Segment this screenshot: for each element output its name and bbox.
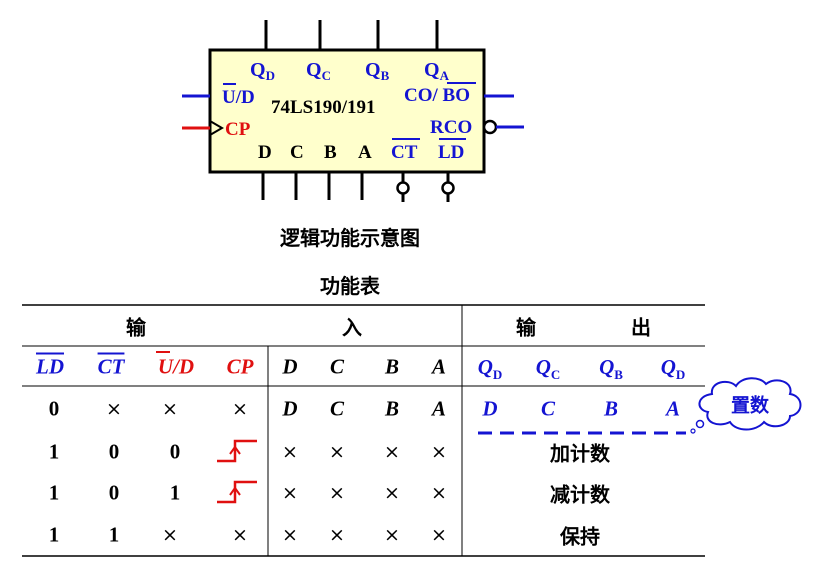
row-4-a: × bbox=[431, 524, 447, 546]
chip-body bbox=[208, 48, 486, 174]
row-2-ud: 0 bbox=[169, 439, 181, 464]
row-4-output: 保持 bbox=[560, 524, 600, 549]
row-4-cp: × bbox=[232, 524, 248, 546]
row-3-ld: 1 bbox=[48, 480, 60, 505]
row-3-ud: 1 bbox=[169, 480, 181, 505]
bottom-pin-label-c: C bbox=[290, 142, 304, 163]
row-2-a: × bbox=[431, 441, 447, 463]
ud-pin-label: U/D bbox=[222, 87, 255, 108]
table-title: 功能表 bbox=[320, 274, 380, 298]
group-header-input-left: 输 bbox=[126, 315, 146, 340]
diagram-caption: 逻辑功能示意图 bbox=[280, 226, 420, 250]
chip-symbol-diagram: QD QC QB QA U/D CP 74LS190/191 CO/ BO RC… bbox=[182, 20, 524, 202]
row-1-ld: 0 bbox=[48, 396, 60, 421]
ld-inversion-bubble-icon bbox=[441, 181, 455, 195]
rco-pin-label: RCO bbox=[430, 117, 472, 138]
group-header-output-left: 输 bbox=[516, 315, 536, 340]
column-header-cp: CP bbox=[226, 354, 254, 379]
row-1-out-qa: A bbox=[665, 396, 681, 421]
row-2-b: × bbox=[384, 441, 400, 463]
row-1-b: B bbox=[384, 396, 400, 421]
bottom-pin-label-b: B bbox=[324, 142, 337, 163]
output-label-qa: QA bbox=[424, 59, 450, 83]
top-pin-leads bbox=[264, 20, 439, 50]
column-header-d: D bbox=[282, 354, 298, 379]
bottom-pin-label-a: A bbox=[358, 142, 372, 163]
cloud-callout-icon bbox=[690, 377, 802, 434]
bottom-pin-label-d: D bbox=[258, 142, 272, 163]
bottom-pin-label-ld: LD bbox=[438, 142, 464, 163]
row-1-c: C bbox=[329, 396, 345, 421]
row-3-a: × bbox=[431, 482, 447, 504]
row-4-ud: × bbox=[162, 524, 178, 546]
row-2-c: × bbox=[329, 441, 345, 463]
row-1-ct: × bbox=[106, 398, 122, 420]
row-1-ud: × bbox=[162, 398, 178, 420]
column-header-c: C bbox=[329, 354, 345, 379]
output-label-qb: QB bbox=[365, 59, 390, 83]
row-1-out-qc: C bbox=[540, 396, 556, 421]
row-1-a: A bbox=[431, 396, 447, 421]
row-1-d: D bbox=[282, 396, 298, 421]
group-header-output-right: 出 bbox=[631, 315, 651, 340]
ct-inversion-bubble-icon bbox=[396, 181, 410, 195]
row-1-out-qd: D bbox=[482, 396, 498, 421]
co-bo-pin-label: CO/ BO bbox=[404, 85, 470, 106]
column-header-qd-2: QD bbox=[660, 354, 686, 383]
column-header-qd: QD bbox=[477, 354, 503, 383]
clock-triangle-icon bbox=[209, 120, 224, 136]
row-3-d: × bbox=[282, 482, 298, 504]
row-4-ct: 1 bbox=[108, 522, 120, 547]
row-4-d: × bbox=[282, 524, 298, 546]
rising-edge-pulse-icon bbox=[217, 480, 257, 504]
rising-edge-pulse-icon bbox=[217, 439, 257, 463]
row-3-c: × bbox=[329, 482, 345, 504]
column-header-ct: CT bbox=[97, 354, 125, 379]
output-label-qc: QC bbox=[306, 59, 331, 83]
group-header-input-right: 入 bbox=[342, 315, 362, 340]
callout-label: 置数 bbox=[730, 394, 770, 417]
row-2-d: × bbox=[282, 441, 298, 463]
row-3-ct: 0 bbox=[108, 480, 120, 505]
ud-header-overbar bbox=[156, 351, 170, 353]
row-4-c: × bbox=[329, 524, 345, 546]
row-1-out-qb: B bbox=[603, 396, 619, 421]
row-1-cp: × bbox=[232, 398, 248, 420]
row-4-b: × bbox=[384, 524, 400, 546]
row-2-output: 加计数 bbox=[550, 441, 610, 466]
rco-inversion-bubble-icon bbox=[482, 119, 498, 135]
output-label-qd: QD bbox=[250, 59, 275, 83]
row-2-ld: 1 bbox=[48, 439, 60, 464]
column-header-b: B bbox=[384, 354, 400, 379]
chip-name: 74LS190/191 bbox=[271, 97, 376, 118]
column-header-ld: LD bbox=[36, 354, 64, 379]
column-header-a: A bbox=[431, 354, 447, 379]
bottom-pin-label-ct: CT bbox=[391, 142, 418, 163]
cp-pin-label: CP bbox=[225, 119, 251, 140]
row-3-b: × bbox=[384, 482, 400, 504]
row-2-ct: 0 bbox=[108, 439, 120, 464]
row-3-output: 减计数 bbox=[550, 482, 610, 507]
row-4-ld: 1 bbox=[48, 522, 60, 547]
column-header-qc: QC bbox=[535, 354, 561, 383]
column-header-qb: QB bbox=[599, 354, 623, 383]
bottom-pin-leads bbox=[261, 172, 450, 202]
column-header-ud: U/D bbox=[157, 354, 195, 379]
